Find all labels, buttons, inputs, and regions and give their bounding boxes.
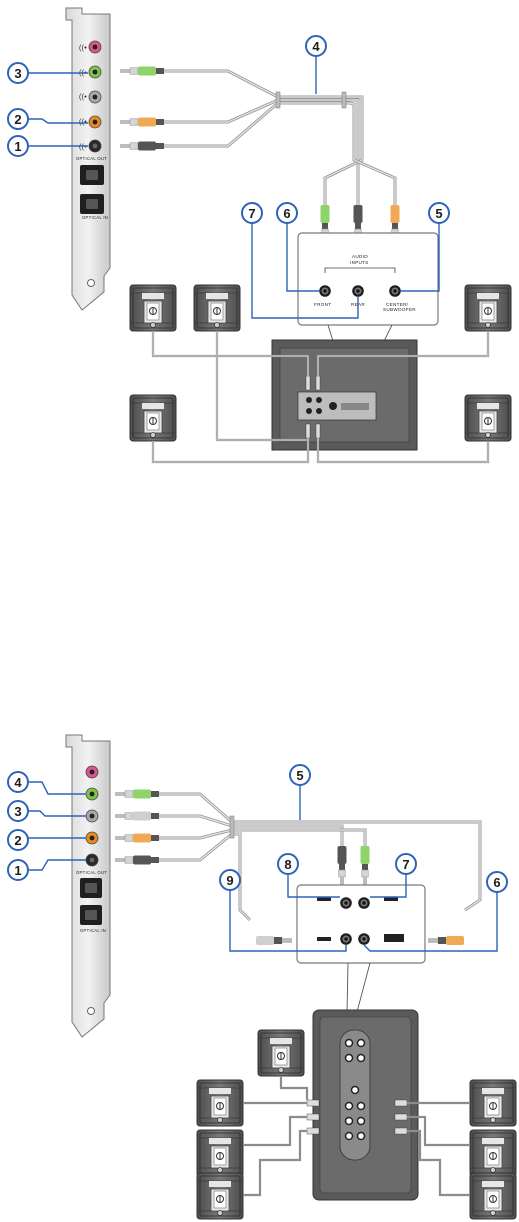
- svg-text:((•: ((•: [79, 94, 87, 101]
- front-label: FRONT: [314, 302, 331, 307]
- svg-text:2: 2: [14, 833, 21, 848]
- speaker-front-left: [129, 284, 177, 332]
- front-jack: [319, 285, 331, 297]
- optical-out-label: OPTICAL OUT: [76, 870, 107, 875]
- badge-5: 5: [289, 764, 311, 786]
- speaker-center: [257, 1029, 305, 1077]
- speaker-front-right: [464, 284, 512, 332]
- speaker-right-3: [469, 1172, 517, 1220]
- badge-2: 2: [7, 829, 29, 851]
- svg-text:6: 6: [493, 875, 500, 890]
- badge-9: 9: [219, 869, 241, 891]
- jack-top-right: [358, 897, 370, 909]
- svg-text:6: 6: [283, 206, 290, 221]
- jack-top-left: [340, 897, 352, 909]
- callout-badges-1: 3 2 1 4 7 6 5: [7, 35, 450, 224]
- speaker-center: [193, 284, 241, 332]
- badge-5: 5: [428, 202, 450, 224]
- svg-text:((•: ((•: [79, 45, 87, 52]
- callout-leaders-2: [28, 781, 498, 952]
- speaker-wires-1: [151, 331, 490, 464]
- diagram-1: ((• ((• ((• ((• ((• OPTICAL OUT OPTICAL …: [7, 7, 512, 464]
- svg-text:9: 9: [226, 873, 233, 888]
- badge-1: 1: [7, 135, 29, 157]
- svg-text:3: 3: [14, 804, 21, 819]
- svg-text:7: 7: [248, 206, 255, 221]
- center-sub-jack: [389, 285, 401, 297]
- badge-4: 4: [7, 771, 29, 793]
- audio-inputs-label: AUDIO: [352, 254, 368, 259]
- speaker-left-2: [196, 1129, 244, 1177]
- jack-bottom-right: [358, 933, 370, 945]
- speaker-left-3: [196, 1172, 244, 1220]
- sound-card-1: ((• ((• ((• ((• ((• OPTICAL OUT OPTICAL …: [65, 7, 111, 311]
- speaker-rear-left: [129, 394, 177, 442]
- svg-text:SUBWOOFER: SUBWOOFER: [383, 307, 416, 312]
- diagram-2: OPTICAL OUT OPTICAL IN: [7, 734, 517, 1220]
- svg-text:4: 4: [14, 775, 22, 790]
- speaker-rear-right: [464, 394, 512, 442]
- badge-6: 6: [276, 202, 298, 224]
- badge-8: 8: [277, 853, 299, 875]
- sound-card-2: OPTICAL OUT OPTICAL IN: [65, 734, 111, 1038]
- speaker-wires-2: [243, 1076, 470, 1197]
- badge-3: 3: [7, 62, 29, 84]
- svg-text:INPUTS: INPUTS: [350, 260, 369, 265]
- speaker-left-1: [196, 1079, 244, 1127]
- subwoofer-1: [271, 339, 418, 451]
- audio-inputs-panel-2: [296, 884, 426, 1013]
- callout-leaders-1: [28, 56, 440, 319]
- svg-text:8: 8: [284, 857, 291, 872]
- badge-4: 4: [305, 35, 327, 57]
- svg-text:((•: ((•: [79, 144, 87, 151]
- cable-bundle-1: [164, 69, 397, 205]
- svg-text:5: 5: [435, 206, 442, 221]
- optical-out-label: OPTICAL OUT: [76, 156, 107, 161]
- svg-text:1: 1: [14, 139, 21, 154]
- svg-text:2: 2: [14, 112, 21, 127]
- svg-text:1: 1: [14, 863, 21, 878]
- subwoofer-2: [306, 1009, 419, 1201]
- jack-bottom-left: [340, 933, 352, 945]
- cable-bundle-2: [159, 792, 482, 922]
- badge-3: 3: [7, 800, 29, 822]
- optical-in-label: OPTICAL IN: [80, 928, 106, 933]
- center-sub-label: CENTER/: [386, 302, 409, 307]
- badge-7: 7: [241, 202, 263, 224]
- svg-text:4: 4: [312, 39, 320, 54]
- rear-jack: [352, 285, 364, 297]
- callout-badges-2: 4 3 2 1 5 8 7 9 6: [7, 764, 508, 893]
- badge-6: 6: [486, 871, 508, 893]
- svg-text:3: 3: [14, 66, 21, 81]
- audio-inputs-panel-1: AUDIO INPUTS FRONT REAR CENTER/ SUBWOOFE…: [297, 232, 439, 403]
- svg-text:7: 7: [402, 857, 409, 872]
- badge-2: 2: [7, 108, 29, 130]
- badge-1: 1: [7, 859, 29, 881]
- optical-in-label: OPTICAL IN: [82, 215, 108, 220]
- speaker-right-2: [469, 1129, 517, 1177]
- speaker-right-1: [469, 1079, 517, 1127]
- svg-text:5: 5: [296, 768, 303, 783]
- badge-7: 7: [395, 853, 417, 875]
